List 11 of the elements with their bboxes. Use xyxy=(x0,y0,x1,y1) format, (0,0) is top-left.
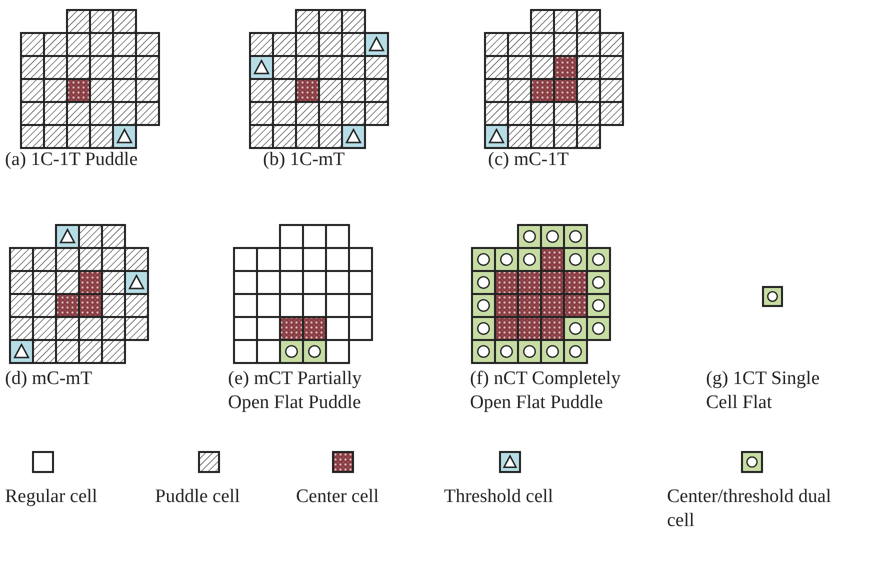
legend-label: Regular cell xyxy=(5,485,98,509)
legend-label: Center cell xyxy=(296,485,380,509)
panel-caption: (g) 1CT Single Cell Flat xyxy=(706,367,821,415)
legend-label: Threshold cell xyxy=(444,485,554,509)
panel-caption: (f) nCT Completely Open Flat Puddle xyxy=(470,367,622,415)
panel-caption: (a) 1C-1T Puddle xyxy=(5,148,139,172)
legend-label: Center/threshold dual cell xyxy=(667,485,832,533)
panel-caption: (d) mC-mT xyxy=(5,367,94,391)
panel-caption: (b) 1C-mT xyxy=(263,148,346,172)
panel-caption: (c) mC-1T xyxy=(488,148,570,172)
panel-caption: (e) mCT Partially Open Flat Puddle xyxy=(228,367,363,415)
